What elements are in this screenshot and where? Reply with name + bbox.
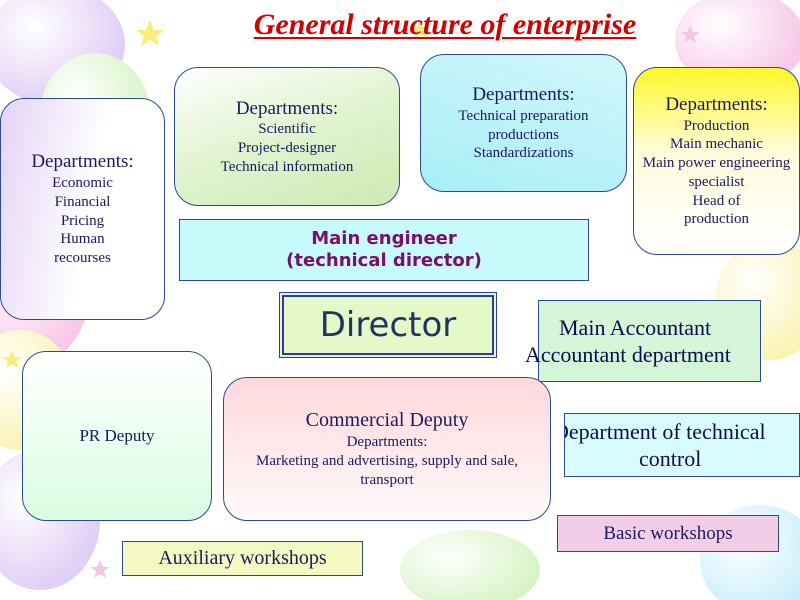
commercial-departments-list: Marketing and advertising, supply and sa… (255, 453, 519, 488)
technical-director-label: (technical director) (286, 250, 482, 271)
main-engineer-label: Main engineer (311, 227, 457, 249)
project-designer-department-item: Project-designer (237, 140, 337, 156)
commercial-departments-heading: Departments: (346, 434, 428, 451)
technical-control-label-2: control (639, 446, 702, 471)
scientific-departments-box: Departments: Scientific Project-designer… (174, 67, 400, 206)
director-label: Director (319, 304, 457, 345)
scientific-department-item: Scientific (258, 121, 316, 138)
production-departments-heading: Departments: (665, 93, 768, 115)
main-engineer-box: Main engineer (technical director) (179, 219, 589, 281)
technical-control-box: Department of technical control (564, 413, 800, 477)
main-accountant-box: Main Accountant Accountant department (525, 300, 761, 382)
productions-item: productions (488, 126, 559, 143)
human-department-item: Human (60, 231, 105, 248)
accountant-department-label: Accountant department (525, 342, 731, 367)
pr-deputy-label: PR Deputy (79, 426, 155, 446)
main-accountant-label: Main Accountant (559, 314, 712, 340)
commercial-deputy-box: Commercial Deputy Departments: Marketing… (223, 377, 551, 521)
specialist-item: specialist (688, 173, 745, 190)
technical-preparation-heading: Departments: (472, 84, 575, 105)
economic-departments-box: Departments: Economic Financial Pricing … (0, 98, 165, 320)
financial-department-item: Financial (54, 193, 111, 210)
scientific-departments-heading: Departments: (235, 97, 339, 119)
commercial-deputy-label: Commercial Deputy (305, 409, 469, 432)
basic-workshops-label: Basic workshops (603, 522, 733, 544)
economic-department-item: Economic (52, 175, 113, 191)
economic-departments-heading: Departments: (31, 151, 134, 173)
director-box: Director (279, 292, 497, 358)
production-item: Production (683, 117, 750, 134)
production-departments-box: Departments: Production Main mechanic Ma… (633, 67, 800, 255)
head-of-item: Head of (692, 192, 741, 209)
pr-deputy-box: PR Deputy (22, 351, 212, 521)
standardizations-item: Standardizations (473, 145, 574, 162)
pricing-department-item: Pricing (60, 212, 105, 229)
recourses-department-item: recourses (54, 250, 111, 266)
technical-preparation-departments-box: Departments: Technical preparation produ… (420, 54, 627, 192)
technical-preparation-item: Technical preparation (458, 107, 589, 124)
auxiliary-workshops-label: Auxiliary workshops (158, 547, 327, 569)
technical-information-department-item: Technical information (220, 158, 354, 175)
basic-workshops-box: Basic workshops (557, 515, 779, 552)
auxiliary-workshops-box: Auxiliary workshops (122, 541, 363, 576)
main-mechanic-item: Main mechanic (670, 136, 763, 153)
head-of-production-item: production (684, 211, 749, 228)
technical-control-label: Department of technical (564, 418, 766, 444)
main-power-engineering-item: Main power engineering (642, 155, 791, 172)
page-title: General structure of enterprise (253, 8, 637, 41)
